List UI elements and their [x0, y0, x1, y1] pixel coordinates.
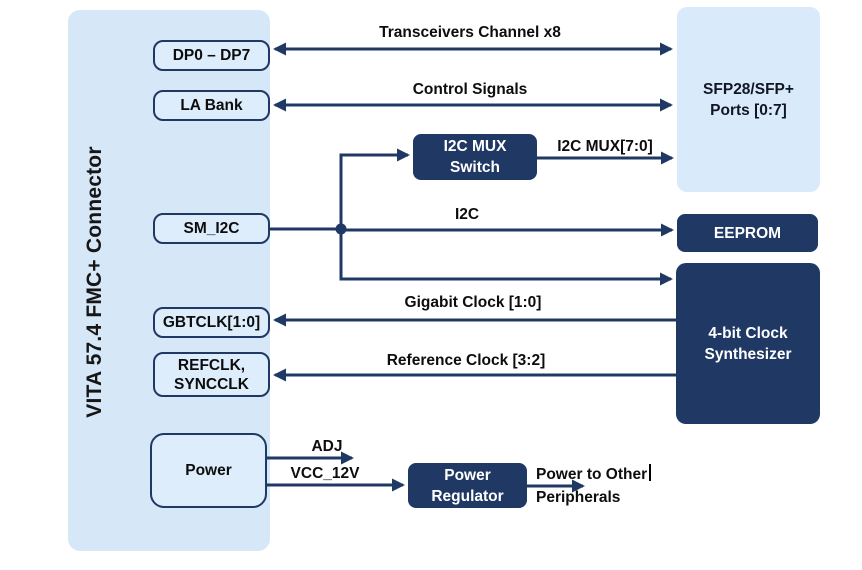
port-box-power: Power — [150, 433, 267, 508]
eeprom-label: EEPROM — [713, 224, 782, 242]
fmc-connector-title: VITA 57.4 FMC+ Connector — [83, 146, 106, 418]
sfp-label-line1: SFP28/SFP+ — [703, 80, 794, 98]
power-regulator-label-line2: Regulator — [431, 487, 504, 505]
port-box-sm-i2c: SM_I2C — [153, 213, 270, 244]
port-box-dp-label: DP0 – DP7 — [172, 46, 251, 64]
label-control-signals: Control Signals — [412, 81, 528, 98]
port-box-refclk-syncclk: REFCLK, SYNCCLK — [153, 352, 270, 397]
label-adj: ADJ — [311, 438, 343, 455]
port-box-power-label: Power — [185, 461, 232, 479]
i2c-mux-label-line2: Switch — [450, 159, 500, 176]
label-i2c-mux-bus: I2C MUX[7:0] — [557, 138, 653, 155]
power-regulator-label-line1: Power — [444, 466, 491, 484]
wire-junction-dot — [335, 223, 347, 235]
label-power-out-line2: Peripherals — [536, 489, 621, 506]
label-power-out: Power to Other Peripherals — [536, 463, 651, 509]
port-box-gbtclk: GBTCLK[1:0] — [153, 307, 270, 338]
text-cursor — [649, 464, 651, 481]
port-box-gbtclk-label: GBTCLK[1:0] — [162, 313, 261, 331]
wire-i2c-mux-branch — [339, 148, 410, 229]
sfp-label-line2: Ports [0:7] — [710, 101, 787, 119]
component-i2c-mux-switch: I2C MUX Switch — [413, 134, 537, 180]
port-box-la-bank-label: LA Bank — [180, 96, 243, 114]
label-gigabit-clock: Gigabit Clock [1:0] — [404, 294, 542, 311]
label-reference-clock: Reference Clock [3:2] — [386, 352, 546, 369]
component-power-regulator: Power Regulator — [408, 463, 527, 508]
port-box-refclk-line2: SYNCCLK — [174, 375, 249, 393]
component-sfp-ports: SFP28/SFP+ Ports [0:7] — [677, 7, 820, 192]
i2c-mux-label-line1: I2C MUX — [443, 138, 507, 155]
clock-synth-label-line2: Synthesizer — [704, 345, 792, 363]
port-box-la-bank: LA Bank — [153, 90, 270, 121]
wire-i2c-clocksynth-branch — [339, 229, 673, 286]
component-clock-synthesizer: 4-bit Clock Synthesizer — [676, 263, 820, 424]
component-eeprom: EEPROM — [677, 214, 818, 252]
label-i2c: I2C — [454, 206, 480, 223]
port-box-refclk-line1: REFCLK, — [177, 356, 246, 374]
port-box-dp: DP0 – DP7 — [153, 40, 270, 71]
label-transceivers: Transceivers Channel x8 — [379, 24, 561, 41]
label-power-out-line1: Power to Other — [536, 466, 648, 483]
port-box-sm-i2c-label: SM_I2C — [183, 219, 240, 237]
clock-synth-label-line1: 4-bit Clock — [708, 324, 788, 342]
label-vcc-12v: VCC_12V — [290, 465, 360, 482]
